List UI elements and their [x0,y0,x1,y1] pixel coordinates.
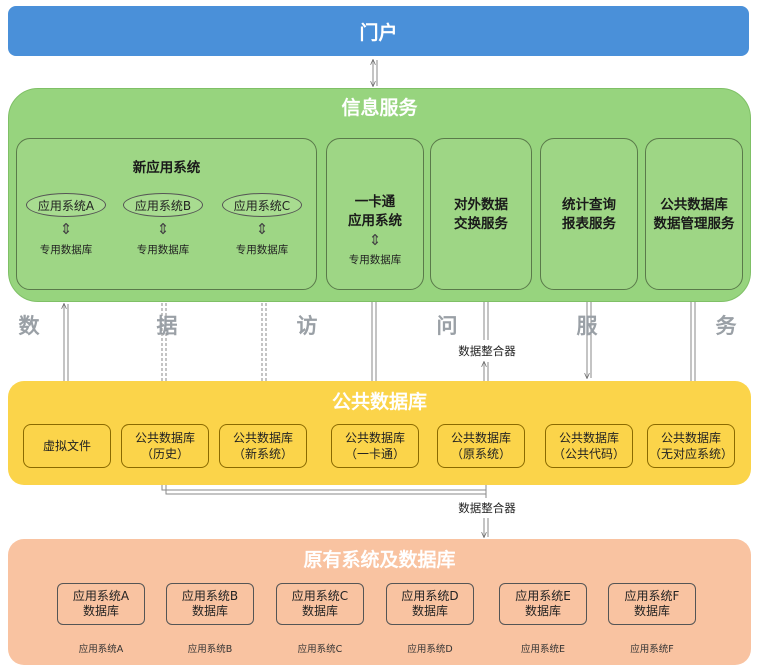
external-exchange-line1: 对外数据 [454,197,508,213]
original-system-line2: 数据库 [524,604,561,618]
public-db-item-original: 公共数据库 （原系统） [437,424,525,468]
data-access-char-2: 据 [156,314,178,338]
stats-report-line2: 报表服务 [562,216,616,232]
public-db-item-history: 公共数据库 （历史） [121,424,209,468]
public-db-item-new-system: 公共数据库 （新系统） [219,424,307,468]
double-arrow-a-icon: ⇕ [59,220,73,238]
public-db-item-no-system: 公共数据库 （无对应系统） [647,424,735,468]
data-access-char-5: 服 [576,314,598,338]
original-system-line2: 数据库 [633,604,670,618]
portal-bar: 门户 [8,6,749,56]
original-system-line2: 数据库 [82,604,119,618]
original-system-d: 应用系统D 数据库 [386,583,474,625]
data-access-char-6: 务 [715,314,737,338]
public-db-item-line1: 公共数据库 [558,431,619,445]
original-system-b: 应用系统B 数据库 [166,583,254,625]
app-system-c-ellipse: 应用系统C [222,193,302,217]
public-db-item-line1: 公共数据库 [344,431,405,445]
double-arrow-b-icon: ⇕ [156,220,170,238]
original-system-line1: 应用系统D [401,589,459,603]
data-merger-bottom: 数据整合器 [446,499,528,517]
external-exchange-line2: 交换服务 [454,216,508,232]
public-db-item-line2: （无对应系统） [648,447,733,461]
original-system-line1: 应用系统C [291,589,349,603]
external-exchange-box [430,138,532,290]
public-db-item-line2: （历史） [140,447,189,461]
public-db-item-line1: 公共数据库 [660,431,721,445]
stats-report-box [540,138,638,290]
public-db-item-line1: 公共数据库 [232,431,293,445]
original-system-label-a: 应用系统A [78,644,124,655]
dedicated-db-b: 专用数据库 [136,243,190,256]
public-db-item-line2: （一卡通） [344,447,405,461]
info-service-title: 信息服务 [341,96,418,119]
public-db-item-line1: 公共数据库 [450,431,511,445]
stats-report-line1: 统计查询 [562,197,616,213]
card-system-box [326,138,424,290]
data-access-char-1: 数 [18,314,40,338]
original-system-c: 应用系统C 数据库 [276,583,364,625]
public-db-item-line1: 公共数据库 [134,431,195,445]
original-system-line2: 数据库 [411,604,448,618]
original-system-line1: 应用系统E [515,589,571,603]
original-system-label-f: 应用系统F [630,644,674,655]
public-db-item-common-code: 公共数据库 （公共代码） [545,424,633,468]
public-db-item-line2: （原系统） [450,447,511,461]
original-system-label-d: 应用系统D [407,644,453,655]
data-access-char-3: 访 [296,314,318,338]
card-dedicated-db: 专用数据库 [348,253,402,266]
data-access-char-4: 问 [436,314,458,338]
portal-title: 门户 [359,21,398,44]
new-app-system-title: 新应用系统 [132,159,201,176]
original-system-f: 应用系统F 数据库 [608,583,696,625]
double-arrow-card-icon: ⇕ [368,231,382,249]
dedicated-db-c: 专用数据库 [235,243,289,256]
double-arrow-c-icon: ⇕ [255,220,269,238]
data-merger-top: 数据整合器 [446,342,528,360]
app-system-b-ellipse: 应用系统B [123,193,203,217]
dedicated-db-a: 专用数据库 [39,243,93,256]
public-db-item-line2: （公共代码） [552,447,625,461]
original-system-line2: 数据库 [301,604,338,618]
original-system-label-c: 应用系统C [297,644,343,655]
original-system-e: 应用系统E 数据库 [499,583,587,625]
public-db-mgmt-box [645,138,743,290]
card-system-line1: 一卡通 [354,194,396,210]
original-system-a: 应用系统A 数据库 [57,583,145,625]
original-system-label-e: 应用系统E [520,644,565,655]
public-db-mgmt-line2: 数据管理服务 [653,216,735,232]
public-db-item-line2: （新系统） [232,447,293,461]
public-db-item-virtual-file: 虚拟文件 [23,424,111,468]
public-db-title: 公共数据库 [331,390,427,413]
original-system-line1: 应用系统A [72,589,130,603]
original-system-label-b: 应用系统B [187,644,233,655]
original-system-line2: 数据库 [191,604,228,618]
public-db-mgmt-line1: 公共数据库 [660,197,728,213]
original-system-line1: 应用系统F [624,589,680,603]
card-system-line2: 应用系统 [348,213,402,229]
original-systems-title: 原有系统及数据库 [303,548,456,571]
original-system-line1: 应用系统B [181,589,239,603]
public-db-item-card: 公共数据库 （一卡通） [331,424,419,468]
public-db-item-line1: 虚拟文件 [42,439,91,453]
app-system-a-ellipse: 应用系统A [26,193,106,217]
